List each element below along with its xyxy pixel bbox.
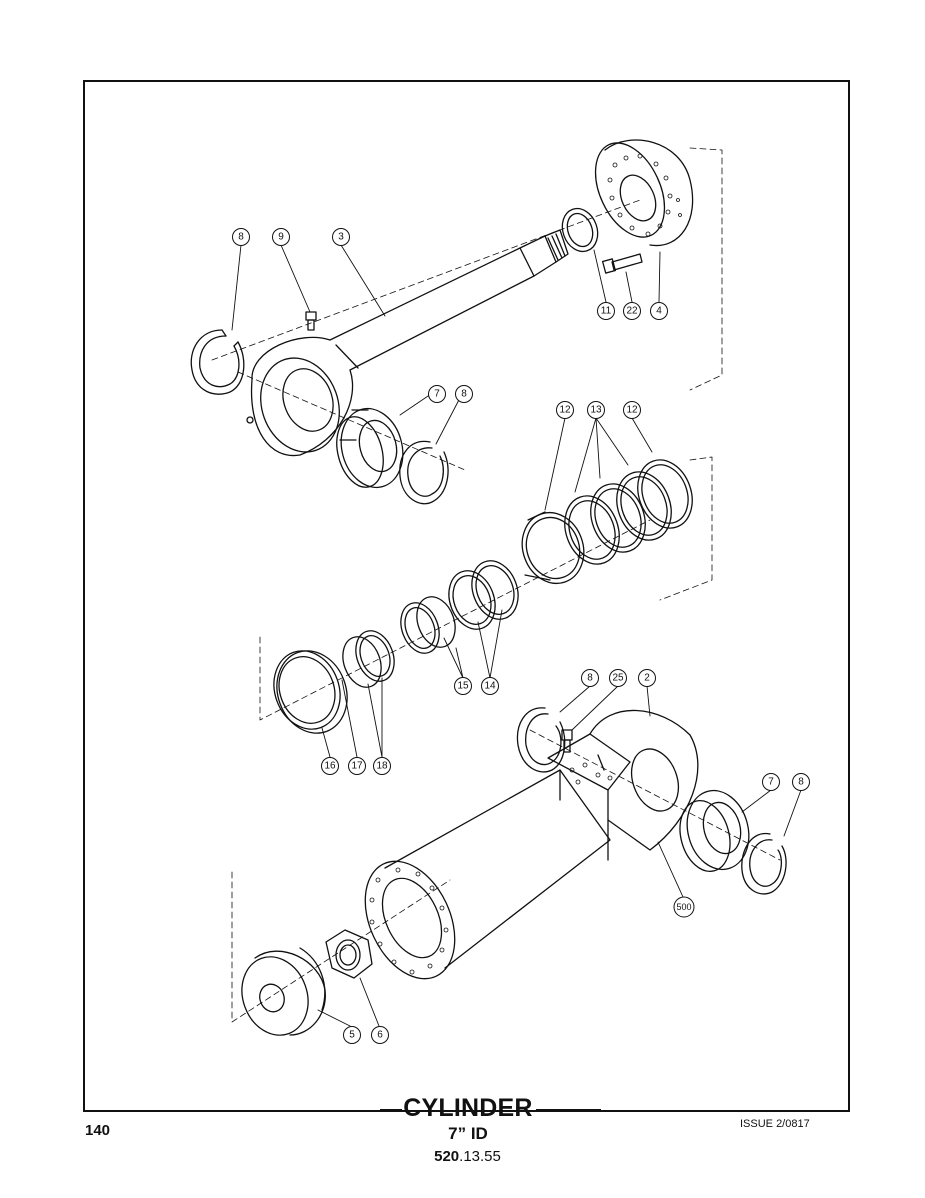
cylinder-barrel bbox=[364, 709, 699, 980]
svg-text:500: 500 bbox=[676, 902, 691, 912]
svg-text:16: 16 bbox=[324, 761, 336, 772]
svg-text:13: 13 bbox=[590, 405, 602, 416]
svg-text:5: 5 bbox=[349, 1030, 355, 1041]
svg-text:7: 7 bbox=[768, 777, 774, 788]
callout-13: 13 bbox=[587, 401, 605, 419]
title-rule-right bbox=[536, 1109, 601, 1111]
callout-7: 7 bbox=[762, 773, 780, 791]
callout-8: 8 bbox=[455, 385, 473, 403]
callout-14: 14 bbox=[481, 677, 499, 695]
seal-ring-set bbox=[273, 630, 395, 734]
cylinder-head bbox=[594, 139, 694, 247]
callout-2: 2 bbox=[638, 669, 656, 687]
callout-15: 15 bbox=[454, 677, 472, 695]
svg-text:8: 8 bbox=[587, 673, 593, 684]
retaining-ring bbox=[741, 832, 787, 895]
svg-text:6: 6 bbox=[377, 1030, 383, 1041]
issue-label: ISSUE 2/0817 bbox=[740, 1118, 810, 1130]
part-number-suffix: .13.55 bbox=[459, 1148, 501, 1165]
part-number: 520.13.55 bbox=[380, 1148, 555, 1165]
grease-fitting bbox=[305, 311, 317, 331]
callout-8: 8 bbox=[581, 669, 599, 687]
callout-18: 18 bbox=[373, 757, 391, 775]
page-title: CYLINDER bbox=[403, 1094, 533, 1122]
svg-text:8: 8 bbox=[461, 389, 467, 400]
svg-text:4: 4 bbox=[656, 306, 662, 317]
callout-16: 16 bbox=[321, 757, 339, 775]
part-number-prefix: 520 bbox=[434, 1148, 460, 1165]
callout-6: 6 bbox=[371, 1026, 389, 1044]
callout-9: 9 bbox=[272, 228, 290, 246]
callout-4: 4 bbox=[650, 302, 668, 320]
piston-nut bbox=[325, 929, 373, 979]
rod-seal bbox=[561, 207, 599, 253]
svg-text:12: 12 bbox=[626, 405, 638, 416]
title-rule-left bbox=[380, 1109, 402, 1111]
svg-text:22: 22 bbox=[626, 306, 638, 317]
svg-text:3: 3 bbox=[338, 232, 344, 243]
bushing bbox=[679, 789, 750, 872]
svg-text:8: 8 bbox=[798, 777, 804, 788]
svg-text:15: 15 bbox=[457, 681, 469, 692]
callout-7: 7 bbox=[428, 385, 446, 403]
backup-ring-set bbox=[400, 596, 456, 654]
svg-text:2: 2 bbox=[644, 673, 650, 684]
callout-5: 5 bbox=[343, 1026, 361, 1044]
callout-22: 22 bbox=[623, 302, 641, 320]
svg-text:14: 14 bbox=[484, 681, 496, 692]
piston bbox=[241, 947, 326, 1036]
svg-text:11: 11 bbox=[601, 306, 612, 317]
callout-17: 17 bbox=[348, 757, 366, 775]
callout-8: 8 bbox=[232, 228, 250, 246]
callout-11: 11 bbox=[597, 302, 615, 320]
cap-screw bbox=[601, 253, 643, 274]
page-number: 140 bbox=[85, 1122, 111, 1139]
piston-rod bbox=[246, 229, 569, 457]
retaining-ring bbox=[190, 329, 245, 395]
callout-8: 8 bbox=[792, 773, 810, 791]
wear-ring-set bbox=[448, 560, 519, 630]
callout-500: 500 bbox=[673, 896, 695, 918]
callout-12: 12 bbox=[556, 401, 574, 419]
svg-text:7: 7 bbox=[434, 389, 440, 400]
svg-text:18: 18 bbox=[376, 761, 388, 772]
svg-text:17: 17 bbox=[351, 761, 363, 772]
assembly-axis-lines bbox=[211, 147, 781, 1023]
svg-text:12: 12 bbox=[559, 405, 571, 416]
retaining-ring bbox=[399, 440, 449, 505]
callout-12: 12 bbox=[623, 401, 641, 419]
callout-25: 25 bbox=[609, 669, 627, 687]
callout-3: 3 bbox=[332, 228, 350, 246]
retaining-ring bbox=[516, 707, 566, 773]
leader-lines bbox=[231, 244, 802, 1027]
svg-text:8: 8 bbox=[238, 232, 244, 243]
piston-seal-set bbox=[521, 459, 693, 585]
bushing bbox=[336, 407, 404, 489]
svg-text:9: 9 bbox=[278, 232, 284, 243]
svg-text:25: 25 bbox=[612, 673, 624, 684]
page-subtitle: 7” ID bbox=[448, 1124, 488, 1143]
